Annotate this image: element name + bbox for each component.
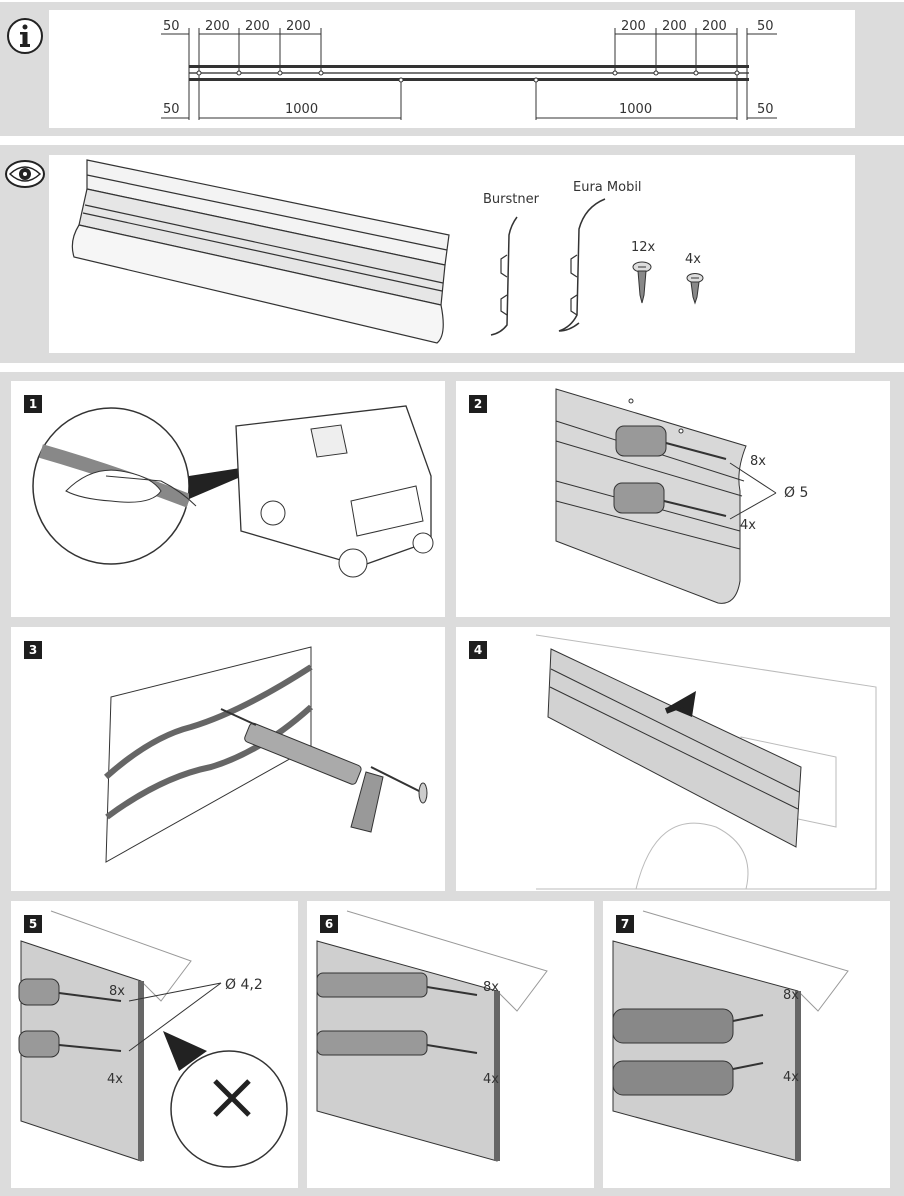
screwdriver-icon [612, 1008, 764, 1044]
dim-label: 1000 [285, 102, 318, 117]
dim-label: 200 [621, 19, 646, 34]
step-5-panel: 8x 4x Ø 4,2 5 [11, 901, 298, 1188]
dim-label: 200 [205, 19, 230, 34]
step-3-drawing [104, 646, 428, 863]
short-screw-icon [686, 273, 704, 305]
screwdriver-icon [612, 1060, 764, 1096]
step-6-drawing: 8x 4x [316, 910, 548, 1162]
count-upper-label: 8x [750, 454, 766, 469]
step-4-panel: 4 [456, 627, 890, 891]
step-3-panel: 3 [11, 627, 445, 891]
dim-label: 50 [163, 102, 180, 117]
drill-icon [18, 978, 122, 1006]
screw-count-label: 12x [631, 240, 656, 255]
dim-label: 200 [702, 19, 727, 34]
riveting-tool-icon [316, 972, 478, 998]
dim-label: 50 [757, 102, 774, 117]
riveting-tool-icon [316, 1030, 478, 1056]
drill-icon [18, 1030, 122, 1058]
dimension-drawing: 50 200 200 200 200 200 200 50 50 1000 10… [161, 19, 777, 120]
count-lower-label: 4x [483, 1072, 499, 1087]
do-not-icon [213, 1079, 251, 1117]
step-number-badge: 2 [469, 395, 487, 413]
eura-mobil-label: Eura Mobil [573, 180, 642, 195]
count-upper-label: 8x [783, 988, 799, 1003]
contents-drawing: Burstner Eura Mobil 12x 4x [71, 159, 704, 344]
info-icon [7, 18, 43, 54]
step-7-panel: 8x 4x 7 [603, 901, 890, 1188]
dim-label: 1000 [619, 102, 652, 117]
count-lower-label: 4x [783, 1070, 799, 1085]
eye-icon [5, 160, 45, 188]
profile-illustration [71, 159, 450, 344]
dim-label: 200 [662, 19, 687, 34]
eura-mobil-profile [558, 198, 606, 332]
contents-panel: Burstner Eura Mobil 12x 4x [49, 155, 855, 353]
screw-count-label: 4x [685, 252, 701, 267]
dim-label: 200 [245, 19, 270, 34]
step-1-drawing [32, 405, 434, 578]
caulking-gun-icon [220, 708, 428, 833]
long-screw-icon [632, 261, 652, 304]
drill-icon [613, 482, 727, 517]
dim-label: 50 [757, 19, 774, 34]
step-6-panel: 8x 4x 6 [307, 901, 594, 1188]
step-number-badge: 7 [616, 915, 634, 933]
step-5-drawing: 8x 4x Ø 4,2 [18, 910, 288, 1168]
dim-label: 50 [163, 19, 180, 34]
step-1-panel: 1 [11, 381, 445, 617]
burstner-profile [490, 216, 518, 336]
burstner-label: Burstner [483, 192, 540, 207]
step-number-badge: 5 [24, 915, 42, 933]
drill-diameter-label: Ø 5 [784, 485, 808, 501]
step-number-badge: 3 [24, 641, 42, 659]
count-lower-label: 4x [107, 1072, 123, 1087]
step-4-drawing [535, 634, 877, 890]
drill-diameter-label: Ø 4,2 [225, 977, 263, 993]
step-2-panel: 8x 4x Ø 5 2 [456, 381, 890, 617]
dim-label: 200 [286, 19, 311, 34]
count-lower-label: 4x [740, 518, 756, 533]
count-upper-label: 8x [109, 984, 125, 999]
step-number-badge: 6 [320, 915, 338, 933]
step-7-drawing: 8x 4x [612, 910, 849, 1162]
drill-icon [615, 425, 727, 460]
step-number-badge: 4 [469, 641, 487, 659]
step-2-drawing: 8x 4x Ø 5 [555, 388, 808, 604]
step-number-badge: 1 [24, 395, 42, 413]
dimensions-panel: 50 200 200 200 200 200 200 50 50 1000 10… [49, 10, 855, 128]
count-upper-label: 8x [483, 980, 499, 995]
